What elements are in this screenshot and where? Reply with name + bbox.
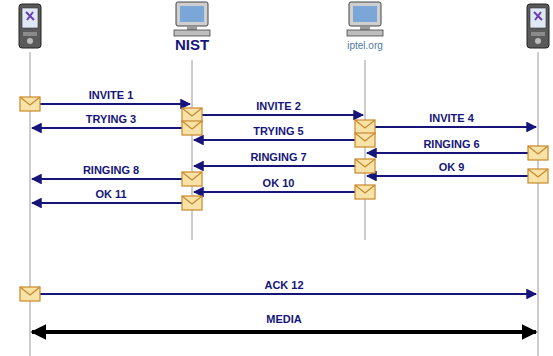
- message-label: OK 10: [262, 177, 296, 189]
- envelope-icon: [355, 120, 375, 134]
- computer-icon: [174, 2, 210, 36]
- message-arrow: [194, 139, 363, 141]
- envelope-icon: [355, 133, 375, 147]
- message-arrow: [367, 126, 536, 128]
- message-arrow: [32, 293, 536, 295]
- message-arrow: [367, 175, 536, 177]
- server-node: iptel.org: [347, 40, 383, 51]
- message-label: MEDIA: [265, 313, 302, 325]
- message-label: INVITE 2: [255, 100, 302, 112]
- message-arrow: [32, 202, 190, 204]
- envelope-icon: [182, 108, 202, 122]
- message-arrow: [32, 178, 190, 180]
- phone-icon: [19, 4, 41, 48]
- envelope-icon: [20, 97, 40, 111]
- envelope-icon: [355, 185, 375, 199]
- server-name: iptel.org: [347, 40, 383, 51]
- envelope-icon: [182, 121, 202, 135]
- phone-icon: [527, 4, 549, 48]
- envelope-icon: [182, 196, 202, 210]
- message-label: INVITE 4: [428, 112, 475, 124]
- server-node: NIST: [175, 37, 209, 54]
- message-arrow: [367, 152, 536, 154]
- envelope-icon: [355, 159, 375, 173]
- message-label: TRYING 5: [252, 125, 304, 137]
- message-arrow: [32, 127, 190, 129]
- envelope-icon: [20, 287, 40, 301]
- envelope-icon: [182, 172, 202, 186]
- computer-icon: [347, 2, 383, 36]
- message-label: OK 11: [94, 188, 127, 200]
- lifelines: [30, 52, 538, 356]
- message-label: INVITE 1: [88, 89, 135, 101]
- envelope-icon: [528, 146, 548, 160]
- server-name: NIST: [175, 37, 209, 54]
- message-label: RINGING 7: [249, 151, 307, 163]
- message-arrow: [194, 114, 363, 116]
- message-label: ACK 12: [263, 279, 304, 291]
- envelope-icon: [528, 169, 548, 183]
- message-label: TRYING 3: [85, 113, 137, 125]
- message-arrow: [194, 191, 363, 193]
- message-label: OK 9: [438, 161, 466, 173]
- message-label: RINGING 6: [422, 138, 480, 150]
- message-label: RINGING 8: [82, 164, 140, 176]
- message-arrow: [32, 330, 536, 334]
- message-arrow: [194, 165, 363, 167]
- message-arrow: [32, 103, 190, 105]
